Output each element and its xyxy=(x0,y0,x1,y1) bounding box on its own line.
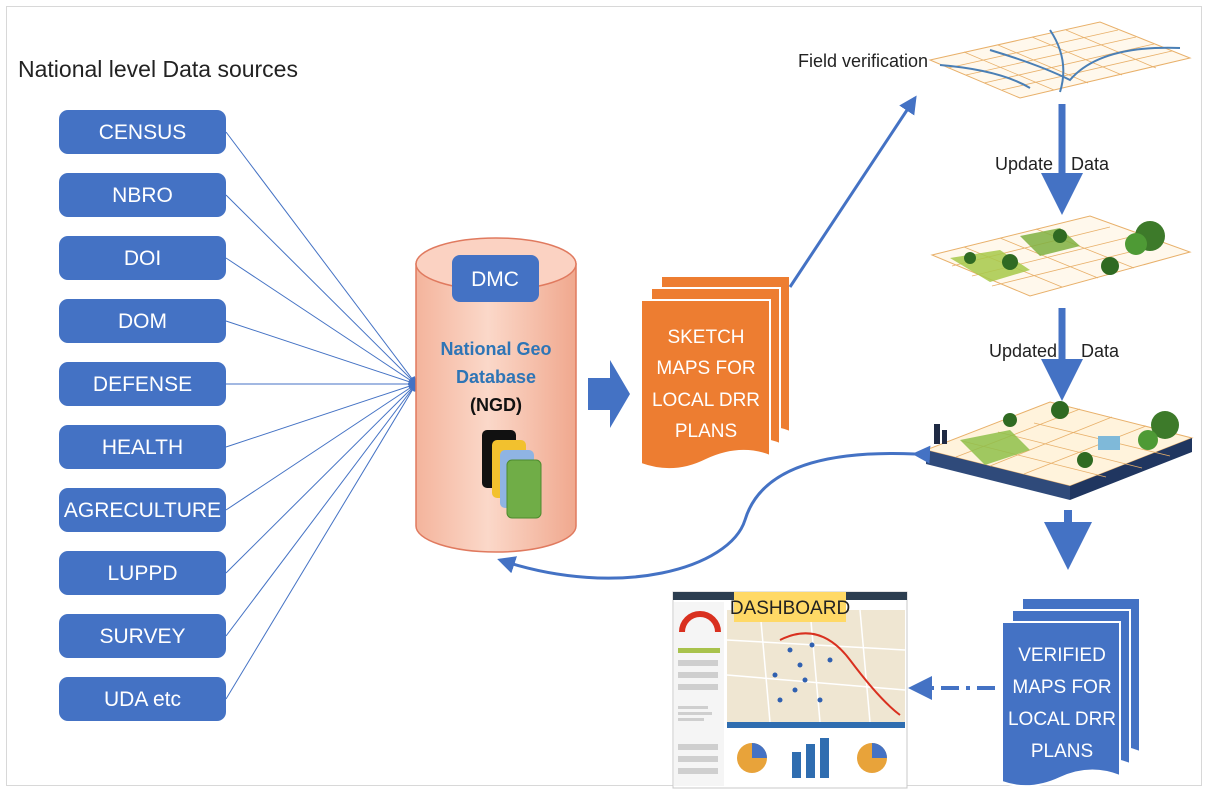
source-label: CENSUS xyxy=(99,121,187,144)
source-box-shape xyxy=(59,362,226,406)
source-list: CENSUS NBRO DOI DOM DEFENSE HEALTH AGRECULTURE… xyxy=(59,110,226,721)
dmc-badge xyxy=(452,255,539,302)
source-box-shape xyxy=(59,488,226,532)
verified-line-2: MAPS FOR xyxy=(1012,677,1111,698)
source-box-shape xyxy=(59,614,226,658)
arrow-to-field-verification xyxy=(788,95,917,288)
source-box-shape xyxy=(59,236,226,280)
connector-line xyxy=(225,320,417,386)
dmc-badge-label: DMC xyxy=(471,268,519,291)
updated-3d-map-illustration xyxy=(924,401,1194,500)
field-verification-label: Field verification xyxy=(798,51,928,71)
database-name-line2: Database xyxy=(456,367,536,387)
verified-line-1: VERIFIED xyxy=(1018,645,1106,666)
national-geo-database: DMC National Geo Database (NGD) xyxy=(415,237,577,553)
source-box: DOI xyxy=(59,236,226,280)
field-map-illustration xyxy=(928,21,1192,99)
connector-line xyxy=(225,382,417,448)
diagram-frame xyxy=(6,6,1202,786)
source-box: UDA etc xyxy=(59,677,226,721)
source-label: DOM xyxy=(118,310,167,333)
dashboard-label-box xyxy=(734,592,846,622)
verified-line-4: PLANS xyxy=(1031,741,1093,762)
dashboard-bar-chart xyxy=(792,738,829,778)
source-label: HEALTH xyxy=(102,436,183,459)
source-box-shape xyxy=(59,110,226,154)
source-label: UDA etc xyxy=(104,688,181,711)
updated-label-2: Data xyxy=(1081,341,1120,361)
source-box: DOM xyxy=(59,299,226,343)
connector-line xyxy=(225,383,417,700)
source-box-shape xyxy=(59,677,226,721)
sketch-maps-document: SKETCH MAPS FOR LOCAL DRR PLANS xyxy=(640,275,791,471)
connector-line xyxy=(225,383,417,574)
source-box-shape xyxy=(59,425,226,469)
connector-line xyxy=(225,383,417,637)
source-box: HEALTH xyxy=(59,425,226,469)
connector-line xyxy=(225,131,417,385)
updated-label-1: Updated xyxy=(989,341,1057,361)
dashboard-pie-chart-1 xyxy=(737,743,767,773)
source-label: DEFENSE xyxy=(93,373,192,396)
database-abbr: (NGD) xyxy=(470,395,522,415)
source-box: LUPPD xyxy=(59,551,226,595)
update-label-1: Update xyxy=(995,154,1053,174)
source-box-shape xyxy=(59,551,226,595)
block-arrow-to-sketch xyxy=(588,360,630,428)
source-label: AGRECULTURE xyxy=(64,499,221,522)
source-label: SURVEY xyxy=(100,625,186,648)
source-box: AGRECULTURE xyxy=(59,488,226,532)
connector-line xyxy=(225,194,417,385)
source-label: DOI xyxy=(124,247,161,270)
update-label-2: Data xyxy=(1071,154,1110,174)
source-box-shape xyxy=(59,173,226,217)
verified-maps-document: VERIFIED MAPS FOR LOCAL DRR PLANS xyxy=(1001,597,1141,788)
dashboard-pie-chart-2 xyxy=(857,743,887,773)
source-label: NBRO xyxy=(112,184,173,207)
sketch-line-4: PLANS xyxy=(675,421,737,442)
source-box: NBRO xyxy=(59,173,226,217)
sketch-line-3: LOCAL DRR xyxy=(652,390,760,411)
land-map-illustration xyxy=(930,215,1192,297)
sketch-line-2: MAPS FOR xyxy=(656,358,755,379)
gauge-icon xyxy=(679,611,721,633)
dashboard-label: DASHBOARD xyxy=(730,598,850,619)
dashboard-screenshot: DASHBOARD xyxy=(672,591,908,789)
source-box: DEFENSE xyxy=(59,362,226,406)
database-name-line1: National Geo xyxy=(440,339,551,359)
source-box: SURVEY xyxy=(59,614,226,658)
connector-line xyxy=(225,257,417,385)
source-label: LUPPD xyxy=(107,562,177,585)
source-box-shape xyxy=(59,299,226,343)
dashboard-map xyxy=(727,610,905,722)
source-box: CENSUS xyxy=(59,110,226,154)
sources-title: National level Data sources xyxy=(18,56,298,82)
source-connectors xyxy=(225,131,417,700)
connector-line xyxy=(225,383,417,511)
verified-line-3: LOCAL DRR xyxy=(1008,709,1116,730)
sketch-line-1: SKETCH xyxy=(667,327,744,348)
feedback-arrow-to-database xyxy=(497,445,931,580)
